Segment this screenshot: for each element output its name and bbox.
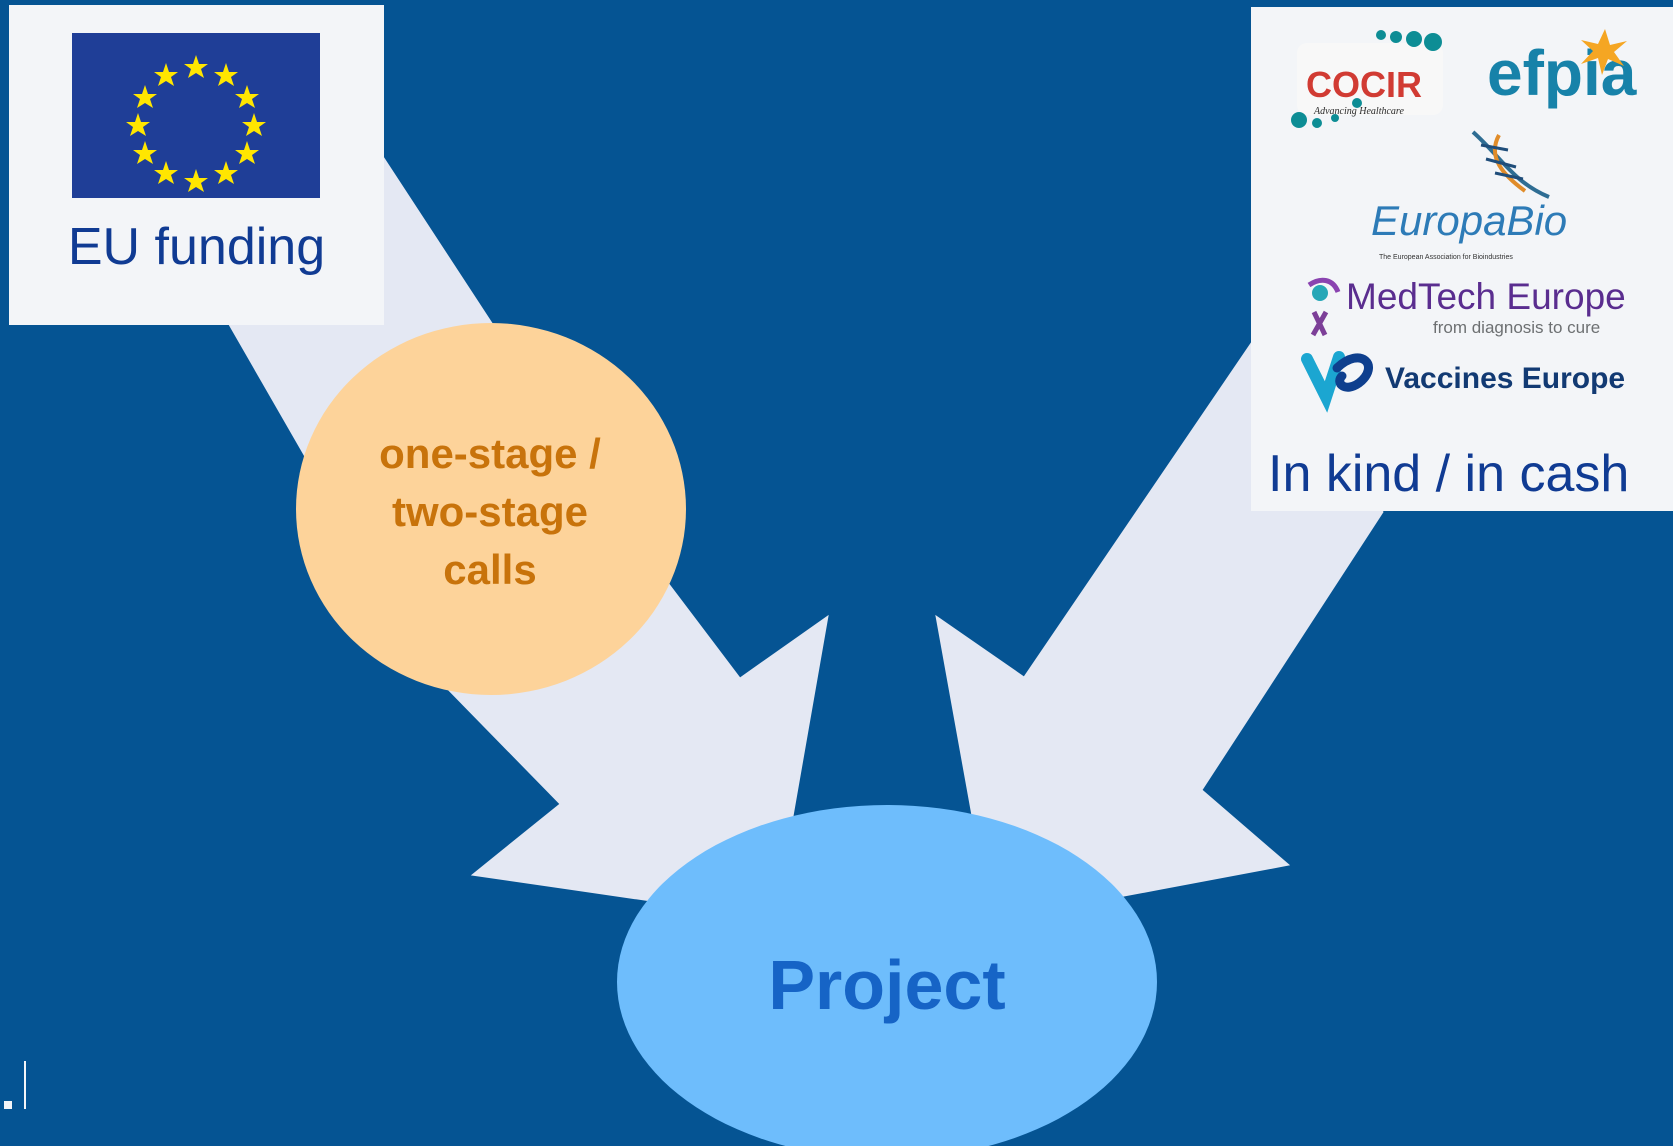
- footer-mark-icon: [4, 1061, 26, 1109]
- calls-circle: [296, 323, 686, 695]
- efpia-asterisk-icon: [1581, 29, 1627, 75]
- europabio-logo-group: EuropaBio The European Association for B…: [1371, 130, 1567, 261]
- industry-logos: COCIR Advancing Healthcare efpia EuropaB…: [1291, 29, 1637, 413]
- cocir-dot-3: [1331, 114, 1339, 122]
- calls-label-line-2: two-stage: [391, 488, 588, 535]
- cocir-logo-group: COCIR Advancing Healthcare: [1291, 30, 1443, 128]
- project-label: Project: [768, 946, 1006, 1024]
- project-ellipse: [617, 805, 1157, 1146]
- europabio-wordmark: EuropaBio: [1371, 197, 1567, 244]
- cocir-dot-7: [1406, 31, 1422, 47]
- efpia-logo-group: efpia: [1487, 29, 1637, 109]
- cocir-tagline: Advancing Healthcare: [1313, 106, 1404, 117]
- medtech-tagline: from diagnosis to cure: [1433, 318, 1600, 337]
- cocir-dot-5: [1376, 30, 1386, 40]
- calls-label-line-1: one-stage /: [379, 430, 601, 477]
- calls-label-line-3: calls: [443, 546, 537, 593]
- vaccines-europe-wordmark: Vaccines Europe: [1385, 362, 1625, 395]
- cocir-dot-1: [1291, 112, 1307, 128]
- eu-flag-icon: [72, 33, 320, 198]
- industry-partners-panel: COCIR Advancing Healthcare efpia EuropaB…: [1251, 7, 1673, 511]
- medtech-europe-logo-group: MedTech Europe from diagnosis to cure: [1307, 276, 1626, 337]
- europabio-tagline: The European Association for Bioindustri…: [1379, 254, 1513, 261]
- eu-funding-panel: EU funding: [9, 5, 384, 325]
- eu-funding-label: EU funding: [67, 218, 326, 276]
- cocir-dot-2: [1312, 118, 1322, 128]
- cocir-logo-background: [1297, 43, 1443, 115]
- cocir-dot-6: [1390, 31, 1402, 43]
- calls-label: one-stage / two-stage calls: [320, 425, 660, 599]
- cocir-wordmark: COCIR: [1306, 64, 1422, 105]
- cocir-dot-4: [1352, 98, 1362, 108]
- in-kind-in-cash-label: In kind / in cash: [1268, 445, 1630, 503]
- medtech-head-icon: [1312, 285, 1328, 301]
- eu-flag-stars-icon: [126, 55, 266, 192]
- vaccines-europe-logo-group: Vaccines Europe: [1301, 351, 1625, 413]
- cocir-dot-8: [1424, 33, 1442, 51]
- medtech-wordmark: MedTech Europe: [1346, 276, 1626, 317]
